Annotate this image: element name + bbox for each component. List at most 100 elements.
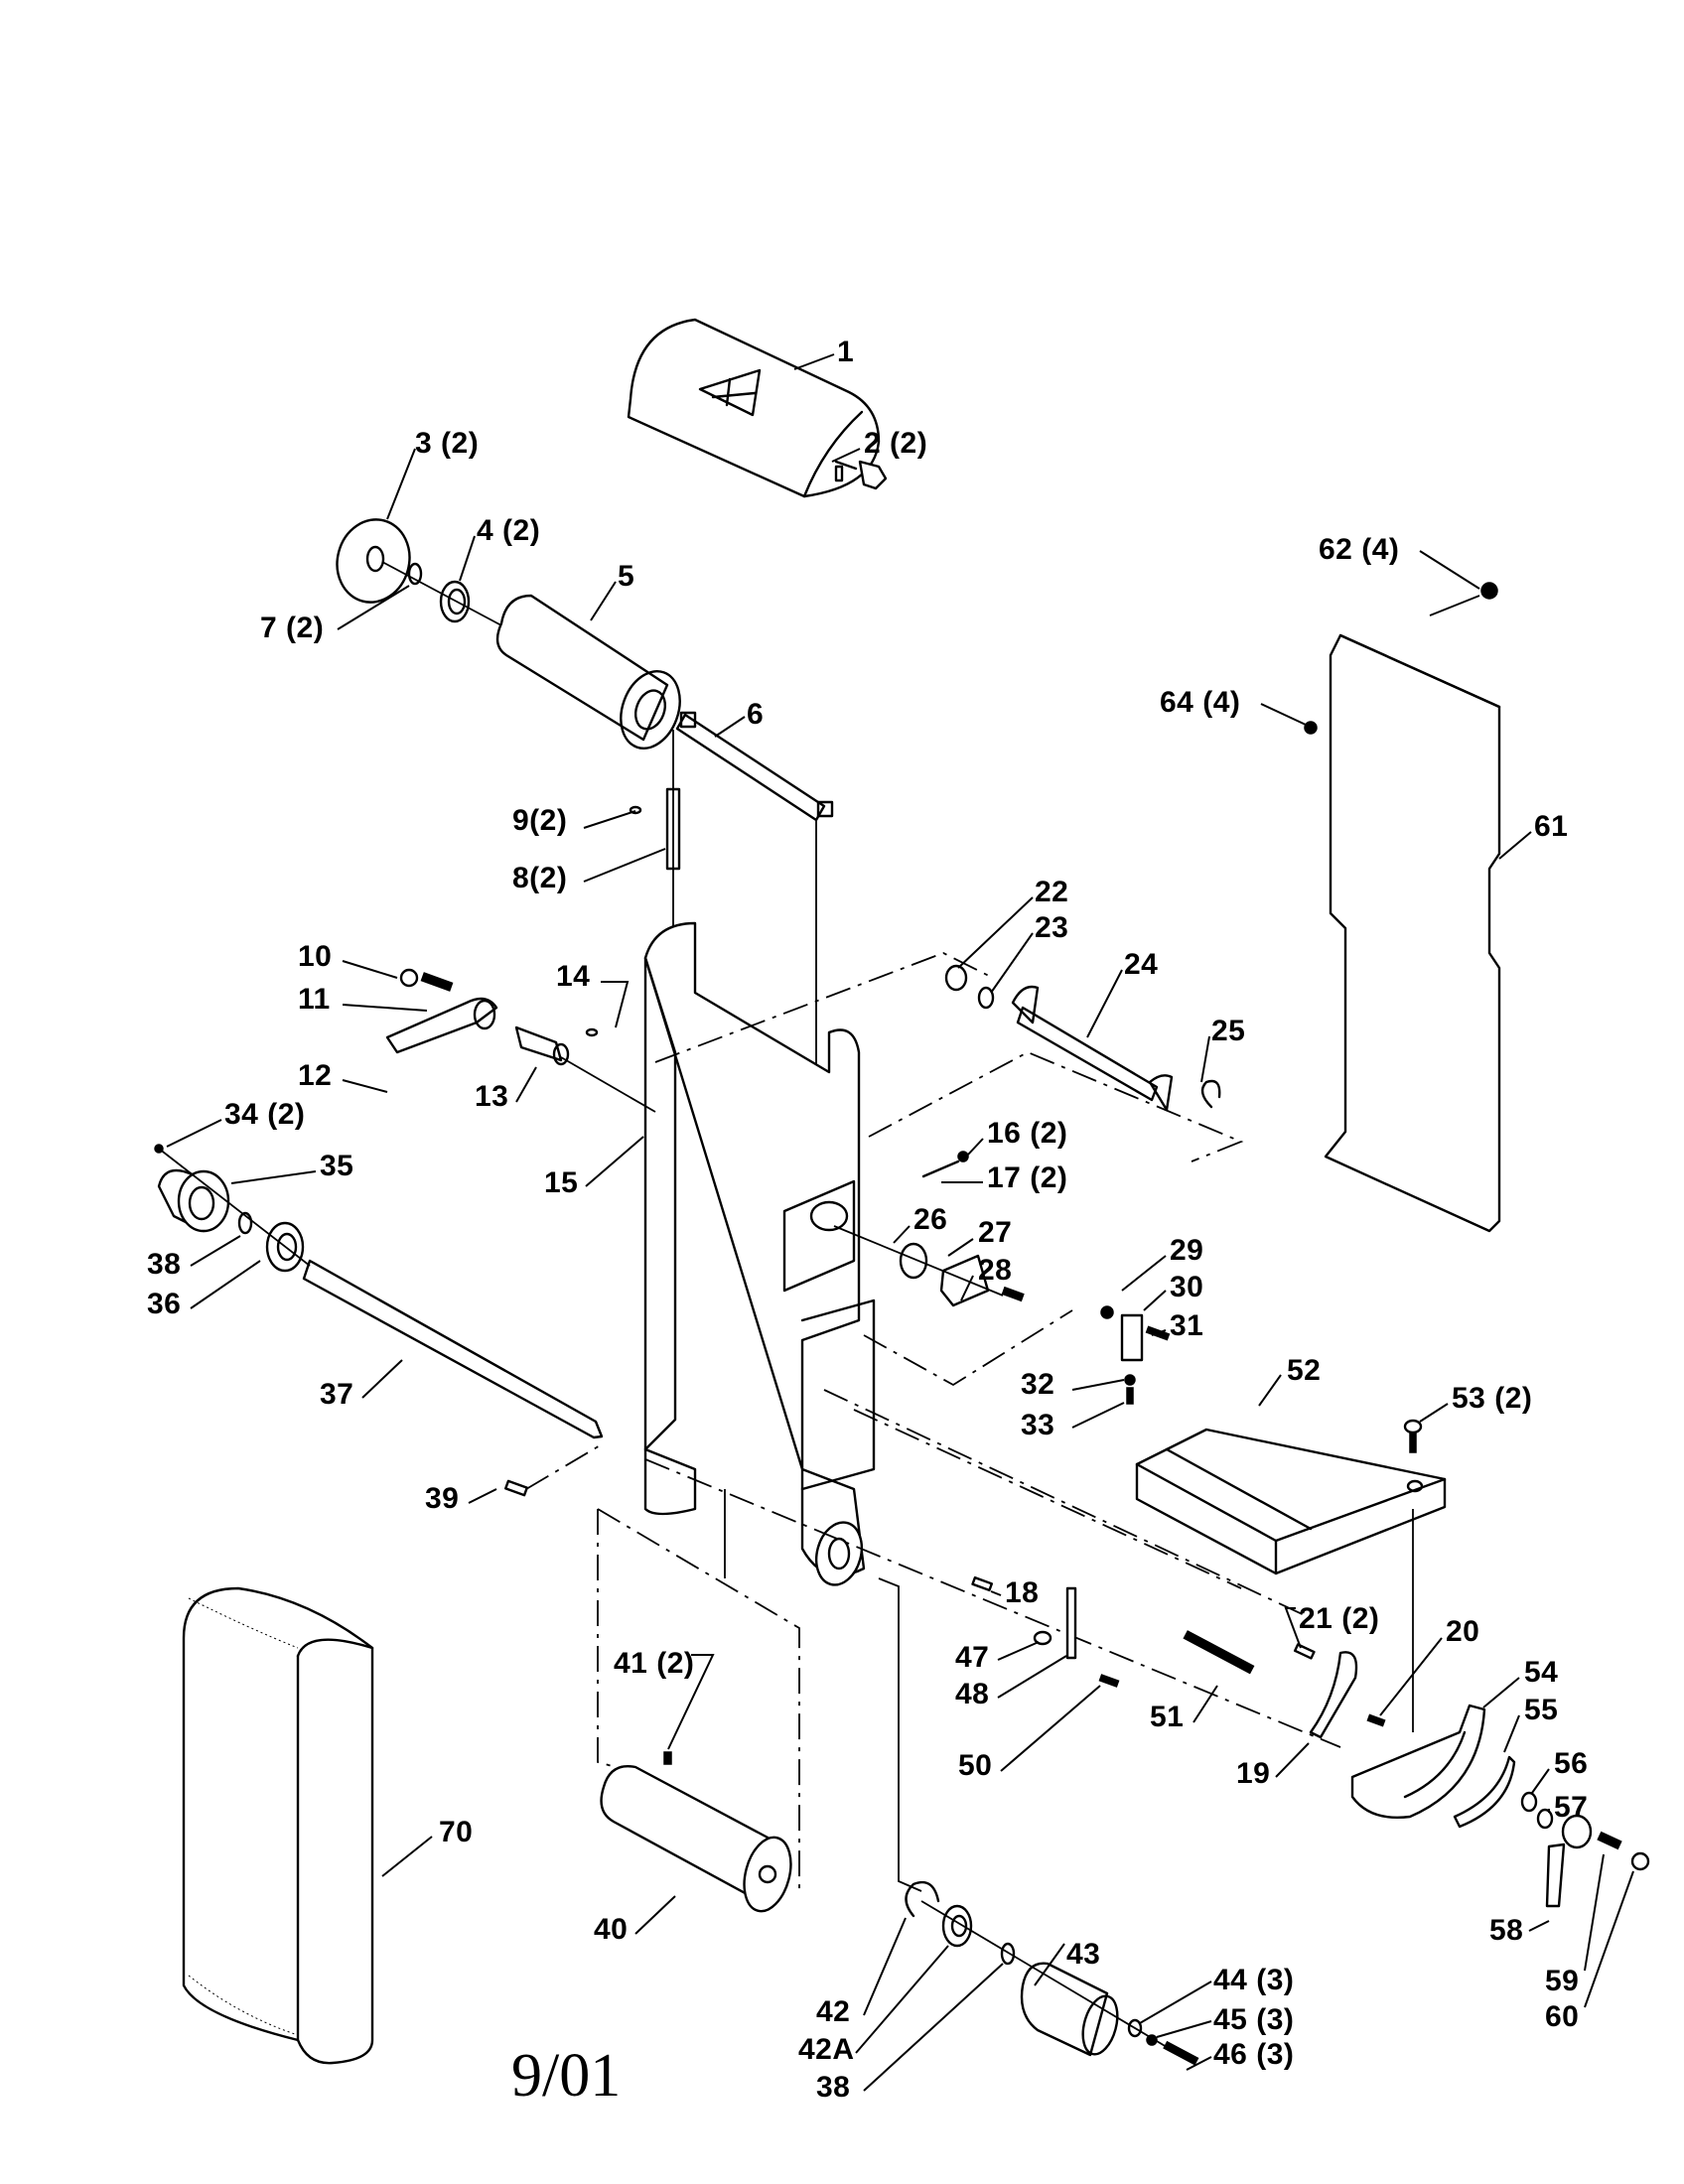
callout-10: 10 bbox=[298, 940, 333, 973]
part-43-hub bbox=[1020, 1962, 1119, 2057]
callout-21: 21 (2) bbox=[1299, 1602, 1380, 1635]
part-38-lower-washer bbox=[1000, 1942, 1016, 1966]
callout-33: 33 bbox=[1021, 1409, 1055, 1441]
part-47-plug bbox=[1033, 1630, 1052, 1646]
part-15-frame bbox=[643, 921, 876, 1586]
callout-11: 11 bbox=[298, 983, 331, 1016]
callout-3: 3 (2) bbox=[415, 427, 480, 460]
part-4-bearing bbox=[439, 580, 471, 623]
part-50-screw bbox=[1098, 1674, 1120, 1688]
callout-1: 1 bbox=[837, 336, 855, 368]
part-62-screw bbox=[1480, 582, 1498, 600]
part-18-pin bbox=[971, 1575, 994, 1592]
part-57-nut bbox=[1536, 1808, 1554, 1830]
callout-14: 14 bbox=[556, 960, 591, 993]
callout-60: 60 bbox=[1545, 2000, 1580, 2033]
part-46-bolt bbox=[1163, 2040, 1199, 2066]
callout-23: 23 bbox=[1035, 911, 1069, 944]
part-42-retaining-ring bbox=[905, 1880, 940, 1918]
leader-lines bbox=[166, 353, 1634, 2092]
callout-15: 15 bbox=[544, 1166, 579, 1199]
part-22-washer bbox=[944, 964, 968, 992]
callout-34: 34 (2) bbox=[224, 1098, 306, 1131]
callout-59: 59 bbox=[1545, 1965, 1580, 1997]
part-41-setscrew bbox=[663, 1751, 672, 1765]
callout-36: 36 bbox=[147, 1288, 182, 1320]
callout-30: 30 bbox=[1170, 1271, 1204, 1303]
part-60-nut bbox=[1630, 1851, 1650, 1871]
part-3-disc bbox=[336, 518, 411, 604]
callout-7: 7 (2) bbox=[260, 612, 325, 644]
callout-53: 53 (2) bbox=[1452, 1382, 1533, 1415]
callout-54: 54 bbox=[1524, 1656, 1559, 1689]
callout-24: 24 bbox=[1124, 948, 1159, 981]
part-51-spring bbox=[1183, 1630, 1255, 1675]
part-7-washer bbox=[407, 562, 423, 586]
part-19-bracket bbox=[1309, 1651, 1358, 1739]
callout-28: 28 bbox=[978, 1254, 1013, 1287]
callout-43: 43 bbox=[1066, 1938, 1101, 1971]
callout-18: 18 bbox=[1005, 1576, 1040, 1609]
callout-42: 42 bbox=[816, 1995, 851, 2028]
callout-25: 25 bbox=[1211, 1015, 1246, 1047]
callout-29: 29 bbox=[1170, 1234, 1204, 1267]
part-25-clip bbox=[1200, 1079, 1221, 1109]
callout-58: 58 bbox=[1489, 1914, 1524, 1947]
callout-41: 41 (2) bbox=[614, 1647, 695, 1680]
callout-38-lower: 38 bbox=[816, 2071, 851, 2104]
callout-56: 56 bbox=[1554, 1747, 1589, 1780]
part-39-key bbox=[504, 1479, 528, 1497]
part-2-knob bbox=[834, 460, 888, 490]
part-23-washer bbox=[977, 986, 995, 1010]
part-61-guard-plate bbox=[1324, 633, 1501, 1233]
callout-26: 26 bbox=[913, 1203, 948, 1236]
callout-12: 12 bbox=[298, 1059, 333, 1092]
callout-52: 52 bbox=[1287, 1354, 1322, 1387]
callout-38-upper: 38 bbox=[147, 1248, 182, 1281]
callout-16: 16 (2) bbox=[987, 1117, 1068, 1150]
callout-27: 27 bbox=[978, 1216, 1013, 1249]
callout-39: 39 bbox=[425, 1482, 460, 1515]
part-38-washer bbox=[237, 1211, 253, 1235]
callout-31: 31 bbox=[1170, 1309, 1204, 1342]
part-5-drum bbox=[495, 594, 681, 750]
callout-8: 8(2) bbox=[512, 862, 568, 894]
callout-5: 5 bbox=[618, 560, 635, 593]
callout-37: 37 bbox=[320, 1378, 354, 1411]
part-64-nut bbox=[1304, 721, 1318, 735]
part-53-screw bbox=[1403, 1419, 1423, 1453]
callout-62: 62 (4) bbox=[1319, 533, 1400, 566]
callout-61: 61 bbox=[1534, 810, 1569, 843]
part-70-sanding-belt bbox=[182, 1586, 374, 2065]
callout-42A: 42A bbox=[798, 2033, 855, 2066]
part-42A-bearing bbox=[941, 1904, 973, 1948]
part-35-housing bbox=[154, 1144, 230, 1233]
part-24-pin bbox=[1011, 985, 1174, 1112]
callout-64: 64 (4) bbox=[1160, 686, 1241, 719]
callout-55: 55 bbox=[1524, 1694, 1559, 1726]
callout-2: 2 (2) bbox=[864, 427, 928, 460]
callout-13: 13 bbox=[475, 1080, 509, 1113]
callout-35: 35 bbox=[320, 1150, 354, 1182]
callout-32: 32 bbox=[1021, 1368, 1055, 1401]
part-6-shaft bbox=[675, 711, 834, 822]
part-55-scale bbox=[1453, 1755, 1516, 1829]
callout-19: 19 bbox=[1236, 1757, 1271, 1790]
part-52-table bbox=[1135, 1428, 1447, 1575]
callout-46: 46 (3) bbox=[1213, 2038, 1295, 2071]
part-21-pin bbox=[1293, 1643, 1316, 1660]
date-stamp: 9/01 bbox=[511, 2042, 622, 2110]
part-40-idler-drum bbox=[600, 1765, 792, 1913]
part-44-washer bbox=[1127, 2018, 1143, 2038]
callout-20: 20 bbox=[1446, 1615, 1480, 1648]
callout-4: 4 (2) bbox=[477, 514, 541, 547]
callout-22: 22 bbox=[1035, 876, 1069, 908]
part-10-12-handle-assembly bbox=[385, 968, 599, 1066]
part-20-screw bbox=[1366, 1713, 1386, 1727]
callout-48: 48 bbox=[955, 1678, 990, 1710]
callout-47: 47 bbox=[955, 1641, 990, 1674]
part-29-33-block-assembly bbox=[1100, 1305, 1171, 1405]
callout-50: 50 bbox=[958, 1749, 993, 1782]
callout-45: 45 (3) bbox=[1213, 2003, 1295, 2036]
